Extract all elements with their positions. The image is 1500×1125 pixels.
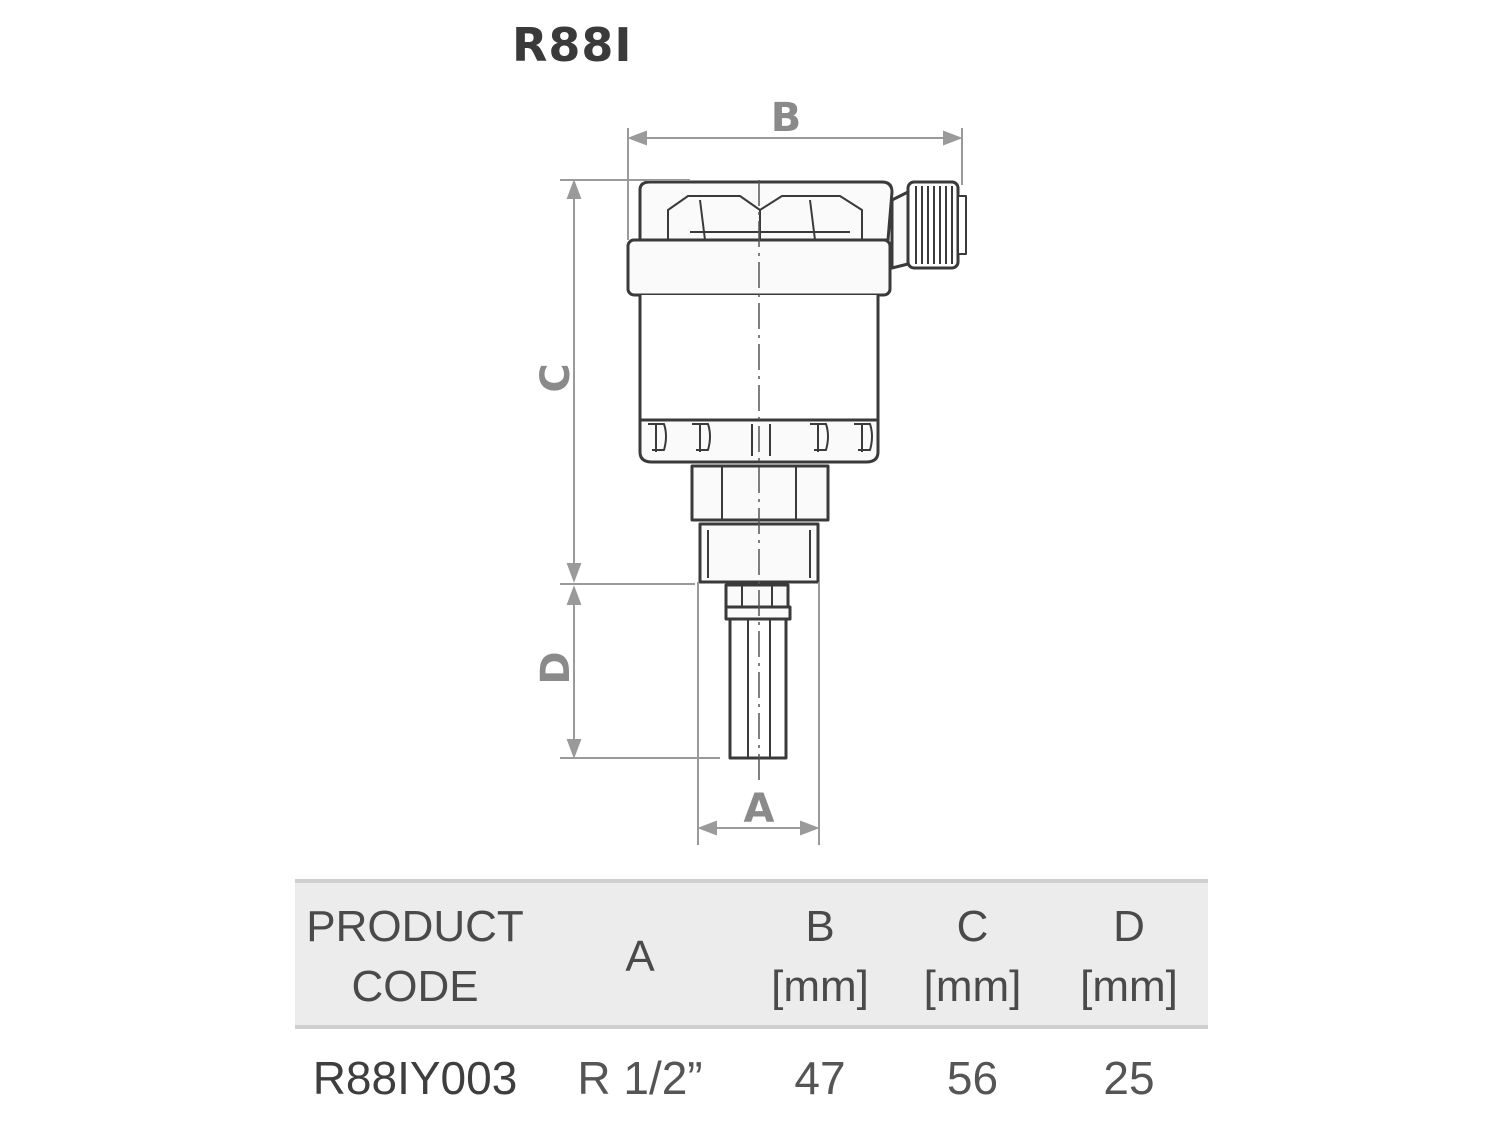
header-b-line2: [mm]: [771, 962, 869, 1011]
cell-product-code: R88IY003: [312, 1052, 518, 1104]
table-row: R88IY003 R 1/2” 47 56 25: [295, 1027, 1208, 1105]
cell-b: 47: [794, 1052, 846, 1104]
cell-c: 56: [946, 1052, 999, 1104]
header-b-line1: B: [805, 902, 835, 951]
stem: [728, 616, 788, 760]
header-c-line1: C: [956, 902, 989, 951]
cell-d: 25: [1103, 1052, 1155, 1104]
header-b: B [mm]: [745, 881, 895, 1027]
header-d-line2: [mm]: [1080, 962, 1178, 1011]
dim-label-c: C: [533, 363, 579, 392]
technical-drawing: B C D A: [533, 95, 967, 845]
header-product-code-line1: PRODUCT: [306, 902, 524, 951]
header-a-line1: A: [625, 932, 655, 981]
header-c: C [mm]: [895, 881, 1050, 1027]
cap-boss-right: [759, 195, 863, 240]
header-product-code-line2: CODE: [351, 962, 479, 1011]
dim-label-b: B: [771, 95, 802, 141]
side-cap-body: [890, 190, 910, 270]
header-c-line2: [mm]: [923, 962, 1022, 1011]
dim-label-d: D: [533, 651, 579, 684]
header-d: D [mm]: [1050, 881, 1208, 1027]
spec-table: PRODUCT CODE A B [mm] C [mm] D [mm] R88I…: [295, 879, 1208, 1105]
hex-nut-upper: [690, 464, 830, 522]
page-title: R88I: [512, 18, 633, 72]
dim-label-a: A: [744, 786, 775, 832]
header-d-line1: D: [1113, 902, 1145, 951]
thread-neck: [724, 583, 790, 609]
header-product-code: PRODUCT CODE: [295, 881, 535, 1027]
table-header-row: PRODUCT CODE A B [mm] C [mm] D [mm]: [295, 881, 1208, 1027]
cell-a: R 1/2”: [577, 1052, 703, 1104]
header-a: A: [535, 881, 745, 1027]
